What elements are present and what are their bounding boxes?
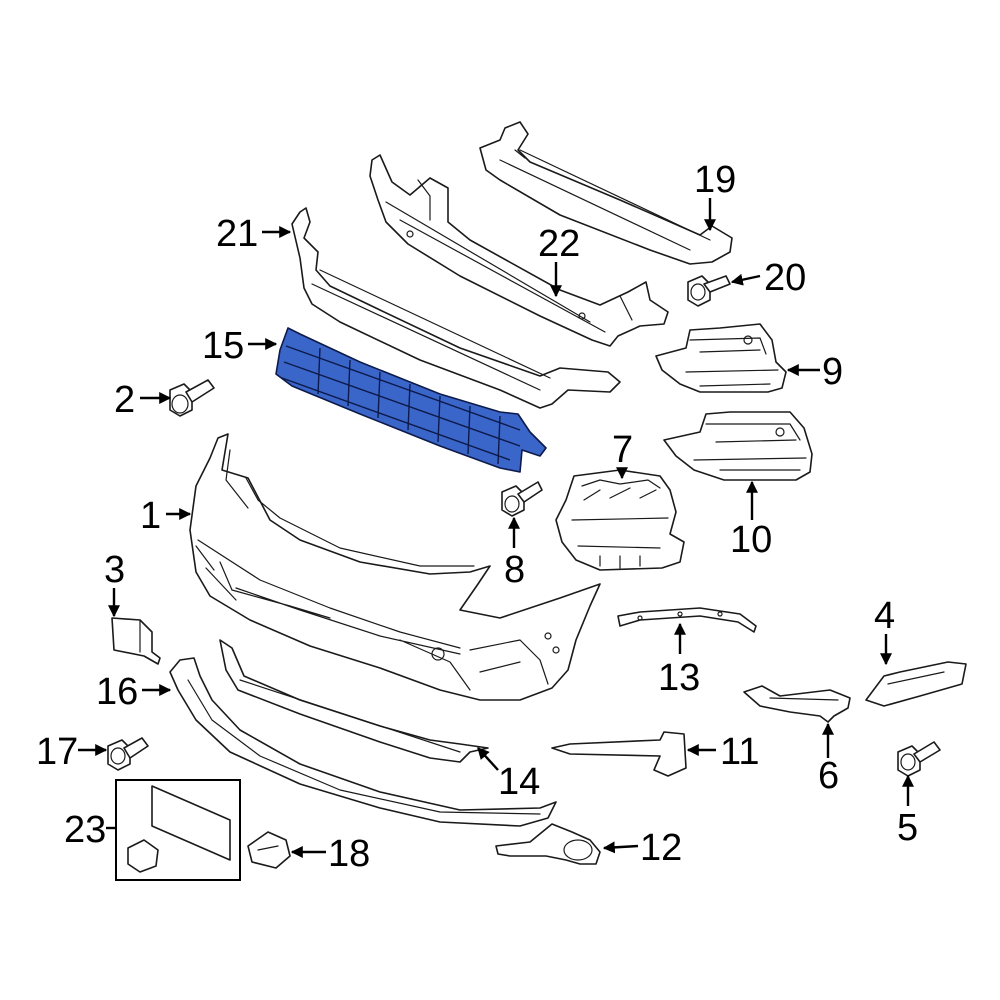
callout-23: 23	[64, 809, 106, 851]
callout-labels: 1 2 3 4 5 6 7 8 9 10 11 12 13 14 15 16 1…	[36, 159, 918, 875]
callout-1: 1	[140, 495, 161, 537]
part-22-impact-bar[interactable]	[369, 154, 669, 347]
callout-6: 6	[818, 755, 839, 797]
callout-12: 12	[640, 827, 682, 869]
part-17-bolt[interactable]	[107, 737, 149, 771]
part-2-bolt[interactable]	[169, 379, 215, 417]
callout-8: 8	[504, 549, 525, 591]
callout-17: 17	[36, 731, 78, 773]
part-8-bolt[interactable]	[501, 481, 543, 517]
part-12-fog-bezel[interactable]	[495, 823, 601, 865]
callout-16: 16	[96, 671, 138, 713]
callout-9: 9	[822, 351, 843, 393]
callout-13: 13	[658, 657, 700, 699]
leader-lines	[78, 198, 914, 858]
part-9-duct[interactable]	[655, 323, 787, 393]
part-3-reflector-bracket[interactable]	[111, 617, 161, 665]
callout-15: 15	[202, 325, 244, 367]
callout-11: 11	[720, 731, 759, 773]
callout-10: 10	[730, 519, 772, 561]
part-23-license-bracket-kit[interactable]	[115, 779, 241, 881]
callout-18: 18	[328, 833, 370, 875]
callout-14: 14	[498, 761, 540, 803]
part-11-trim[interactable]	[551, 731, 687, 777]
part-20-bolt[interactable]	[687, 275, 731, 307]
callout-7: 7	[612, 429, 633, 471]
callout-22: 22	[538, 223, 580, 265]
part-5-bolt[interactable]	[897, 741, 941, 777]
callout-3: 3	[104, 549, 125, 591]
part-10-duct[interactable]	[663, 411, 813, 481]
callout-21: 21	[216, 213, 258, 255]
part-13-molding[interactable]	[617, 607, 757, 633]
callout-19: 19	[694, 159, 736, 201]
part-18-clip[interactable]	[247, 831, 291, 869]
callout-4: 4	[874, 595, 895, 637]
part-7-bracket[interactable]	[555, 469, 685, 571]
part-6-bracket[interactable]	[743, 685, 851, 723]
callout-5: 5	[897, 807, 918, 849]
callout-20: 20	[764, 257, 806, 299]
part-15-lower-grille[interactable]	[275, 327, 547, 473]
callout-2: 2	[114, 379, 135, 421]
part-4-bracket[interactable]	[865, 661, 967, 707]
part-21-lower-absorber[interactable]	[291, 207, 621, 409]
part-16-valance[interactable]	[169, 657, 557, 827]
part-1-bumper-cover[interactable]	[189, 433, 601, 701]
